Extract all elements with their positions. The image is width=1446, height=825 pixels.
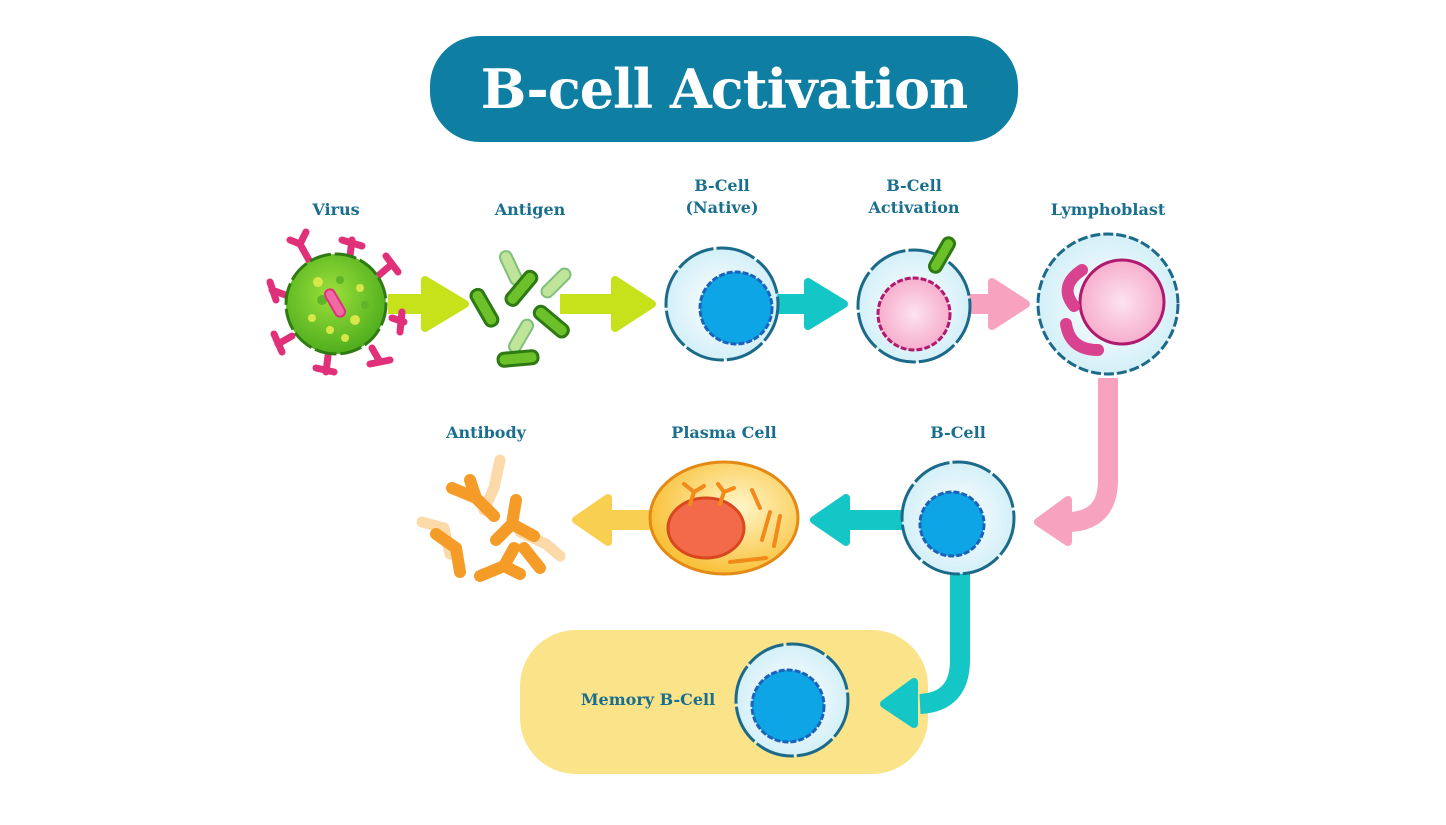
bcell-icon (900, 460, 1016, 576)
label-antibody: Antibody (446, 423, 526, 442)
activated-bcell-icon (856, 236, 972, 364)
arrow-lymphoblast-to-bcell (1034, 378, 1118, 546)
memory-bcell-icon (734, 642, 850, 758)
label-bcell-activation: B-Cell Activation (868, 176, 960, 217)
title-banner: B-cell Activation (430, 36, 1018, 142)
virus-icon (266, 228, 408, 376)
native-bcell-icon (664, 246, 780, 362)
label-bcell-native: B-Cell (Native) (685, 176, 759, 217)
label-antigen: Antigen (494, 200, 566, 219)
arrow-native-to-activation (776, 278, 848, 330)
antigen-icon (469, 250, 572, 368)
arrow-virus-to-antigen (388, 276, 469, 332)
arrow-bcell-to-memory (880, 572, 970, 728)
memory-bcell-panel (520, 630, 928, 774)
label-plasma-cell: Plasma Cell (671, 423, 777, 442)
diagram-title: B-cell Activation (480, 57, 968, 121)
arrow-antigen-to-native-bcell (560, 276, 656, 332)
label-memory-bcell: Memory B-Cell (580, 690, 716, 709)
lymphoblast-icon (1036, 232, 1180, 376)
label-virus: Virus (312, 200, 360, 219)
arrow-plasma-to-antibody (572, 494, 650, 546)
arrow-bcell-to-plasma (810, 494, 906, 546)
label-bcell: B-Cell (930, 423, 986, 442)
label-lymphoblast: Lymphoblast (1050, 200, 1166, 219)
arrow-activation-to-lymphoblast (966, 278, 1030, 330)
plasma-cell-icon (648, 460, 800, 576)
antibody-icon (416, 454, 566, 582)
